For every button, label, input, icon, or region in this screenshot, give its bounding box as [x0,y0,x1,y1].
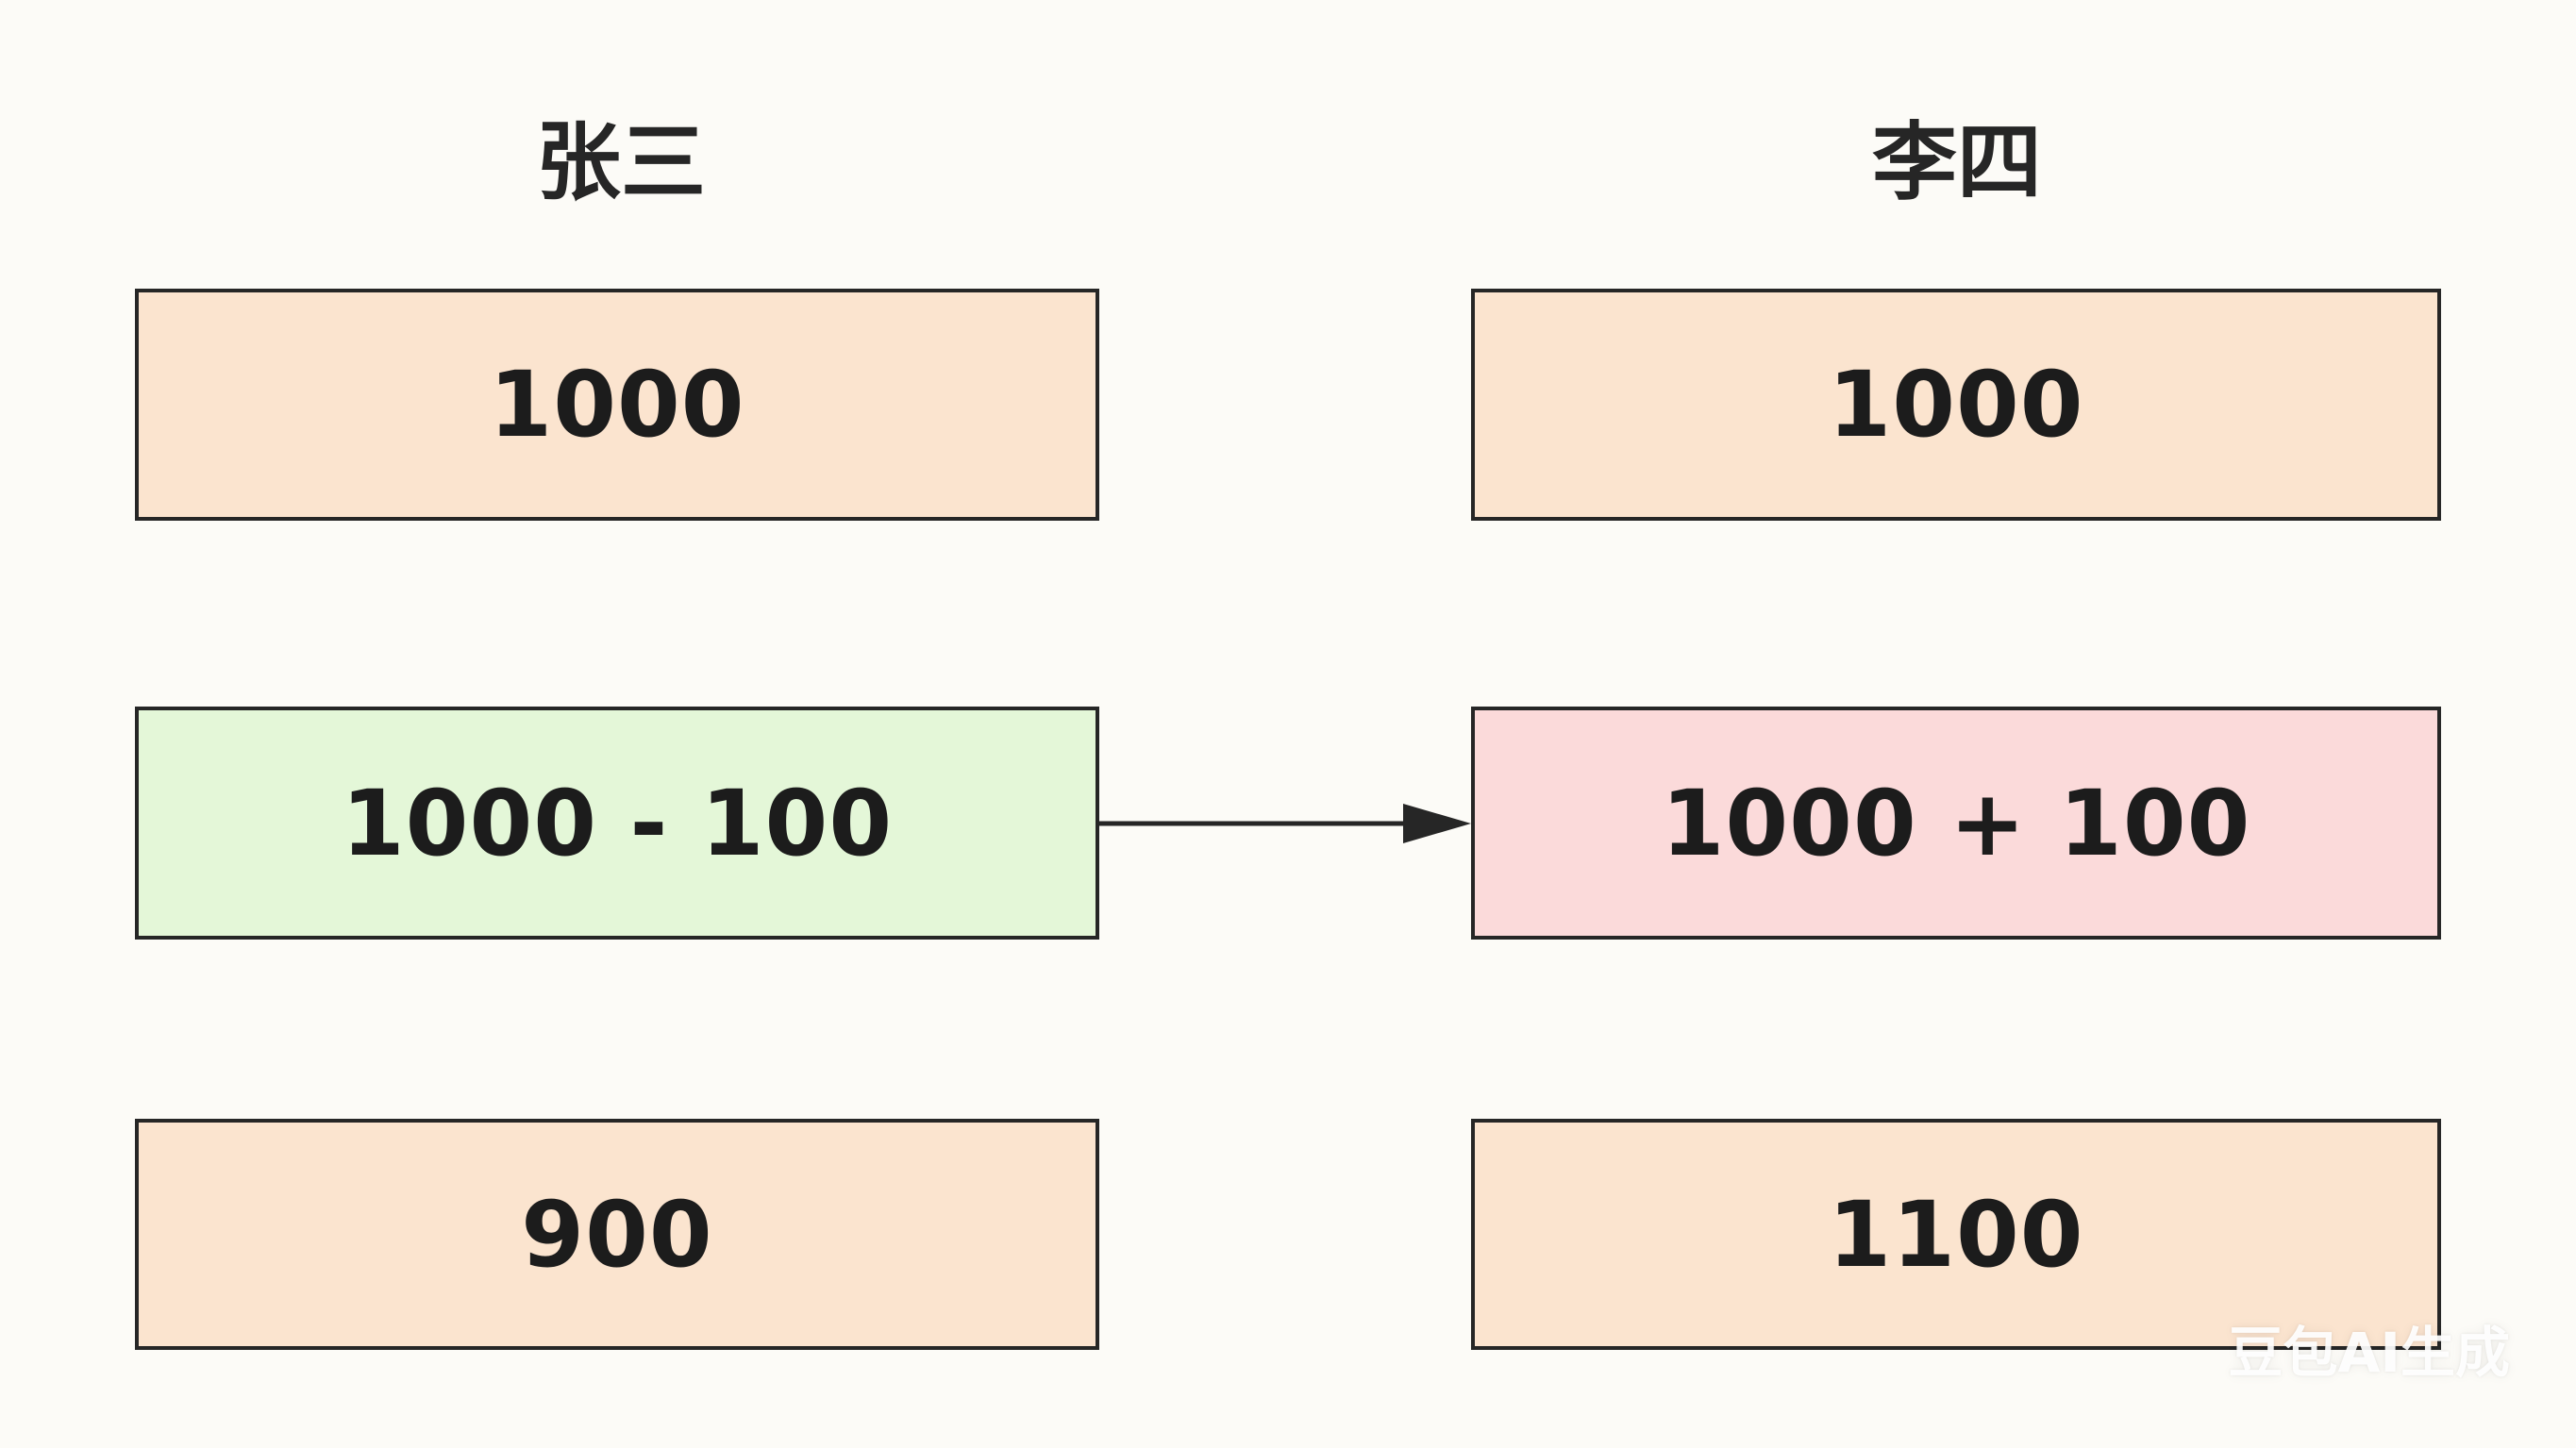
lisi-initial-balance: 1000 [1828,352,2084,458]
lisi-final-balance-box: 1100 [1471,1119,2441,1350]
zhangsan-final-balance: 900 [521,1181,713,1288]
zhangsan-debit-box: 1000 - 100 [135,707,1099,940]
lisi-initial-balance-box: 1000 [1471,289,2441,521]
lisi-credit-box: 1000 + 100 [1471,707,2441,940]
zhangsan-final-balance-box: 900 [135,1119,1099,1350]
zhangsan-initial-balance-box: 1000 [135,289,1099,521]
zhangsan-initial-balance: 1000 [489,352,745,458]
transfer-arrow-head [1403,804,1471,843]
lisi-final-balance: 1100 [1828,1181,2084,1288]
zhangsan-debit-expression: 1000 - 100 [341,770,894,876]
transfer-arrow [1099,804,1471,843]
column-heading-zhangsan: 张三 [536,113,706,212]
lisi-credit-expression: 1000 + 100 [1661,770,2251,876]
watermark-label: 豆包AI生成 [2228,1321,2510,1385]
column-heading-lisi: 李四 [1872,113,2042,212]
